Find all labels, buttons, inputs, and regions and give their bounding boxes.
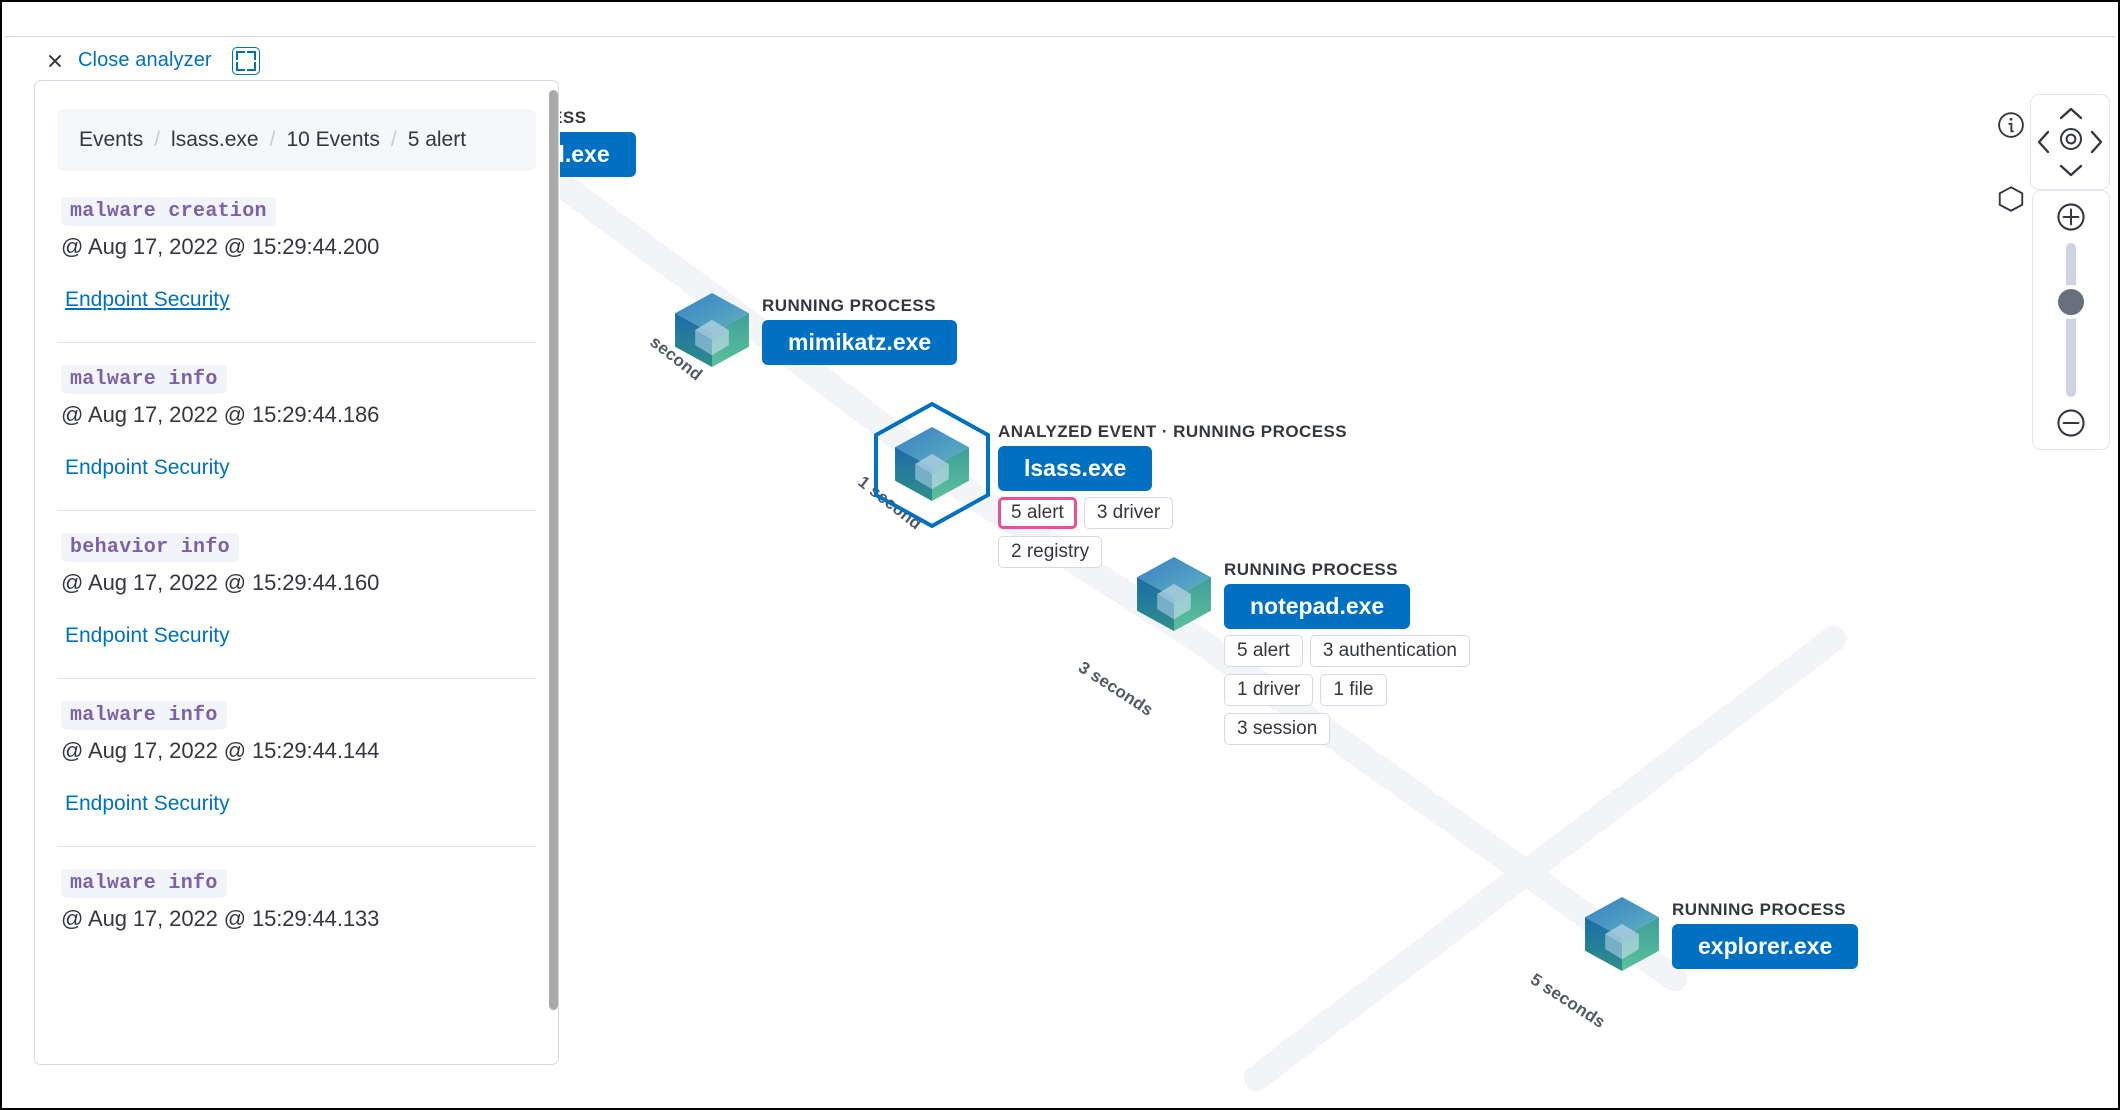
list-item[interactable]: behavior info @ Aug 17, 2022 @ 15:29:44.…: [57, 511, 536, 679]
analyzer-content: Events / lsass.exe / 10 Events / 5 alert…: [4, 80, 2116, 1106]
event-timestamp: @ Aug 17, 2022 @ 15:29:44.144: [61, 738, 380, 763]
node-type-label: ROCESS: [560, 108, 587, 127]
pan-controls[interactable]: [2030, 94, 2110, 190]
node-badge-driver[interactable]: 1 driver: [1224, 674, 1314, 706]
events-list: malware creation @ Aug 17, 2022 @ 15:29:…: [57, 171, 536, 962]
event-source-link[interactable]: Endpoint Security: [65, 624, 230, 647]
zoom-controls[interactable]: [2032, 190, 2110, 450]
zoom-slider-track[interactable]: [2054, 243, 2088, 397]
analyzer-toolbar: Close analyzer: [4, 36, 2116, 84]
list-item[interactable]: malware info @ Aug 17, 2022 @ 15:29:44.1…: [57, 679, 536, 847]
list-item[interactable]: malware info @ Aug 17, 2022 @ 15:29:44.1…: [57, 343, 536, 511]
event-timestamp: @ Aug 17, 2022 @ 15:29:44.186: [61, 402, 380, 427]
node-badges: 5 alert 3 authentication 1 driver 1 file…: [1224, 635, 1474, 745]
crosshair-icon[interactable]: [2057, 125, 2085, 153]
info-icon[interactable]: [1996, 110, 2026, 140]
zoom-slider-thumb[interactable]: [2054, 284, 2088, 319]
event-timestamp: @ Aug 17, 2022 @ 15:29:44.200: [61, 234, 380, 259]
process-graph[interactable]: second 1 second 3 seconds 5 seconds: [560, 80, 2116, 1106]
events-panel-scrollbar[interactable]: [549, 90, 558, 1010]
analyzed-hexagon-ring: [874, 401, 990, 529]
process-cube-icon: [675, 293, 749, 367]
minus-circle-icon[interactable]: [2055, 407, 2087, 439]
node-badge-alert[interactable]: 5 alert: [1224, 635, 1303, 667]
node-type-label: RUNNING PROCESS: [1672, 900, 1846, 919]
event-source-link[interactable]: Endpoint Security: [65, 288, 230, 311]
breadcrumb-item-alert-count[interactable]: 5 alert: [407, 128, 467, 151]
chevron-left-icon[interactable]: [2035, 129, 2053, 155]
event-kind-badge: malware creation: [61, 197, 276, 226]
process-cube-icon: [1585, 897, 1659, 971]
node-badge-alert[interactable]: 5 alert: [998, 497, 1077, 529]
event-timestamp: @ Aug 17, 2022 @ 15:29:44.133: [61, 906, 380, 931]
process-cube-icon: [895, 427, 969, 501]
breadcrumb-item-process[interactable]: lsass.exe: [171, 128, 259, 151]
process-cube-icon: [1137, 557, 1211, 631]
event-timestamp: @ Aug 17, 2022 @ 15:29:44.160: [61, 570, 380, 595]
node-type-label: RUNNING PROCESS: [1224, 560, 1398, 579]
event-kind-badge: malware info: [61, 701, 227, 730]
node-body: RUNNING PROCESS mimikatz.exe: [762, 296, 958, 365]
breadcrumb-separator: /: [390, 128, 397, 151]
breadcrumb-item-events-count[interactable]: 10 Events: [286, 128, 380, 151]
breadcrumb-separator: /: [269, 128, 276, 151]
breadcrumb-item-events[interactable]: Events: [79, 128, 144, 151]
node-badge-file[interactable]: 1 file: [1320, 674, 1387, 706]
node-badge-registry[interactable]: 2 registry: [998, 536, 1103, 568]
node-badge-authentication[interactable]: 3 authentication: [1309, 635, 1470, 667]
chevron-down-icon[interactable]: [2058, 161, 2084, 179]
event-kind-badge: behavior info: [61, 533, 239, 562]
node-type-label: RUNNING PROCESS: [762, 296, 936, 315]
graph-side-icons: [1996, 110, 2026, 214]
events-panel: Events / lsass.exe / 10 Events / 5 alert…: [34, 80, 559, 1065]
close-analyzer-button[interactable]: Close analyzer: [78, 49, 212, 71]
close-icon[interactable]: [46, 52, 64, 70]
event-source-link[interactable]: Endpoint Security: [65, 456, 230, 479]
node-badges: 5 alert 3 driver 2 registry: [998, 497, 1198, 568]
chevron-right-icon[interactable]: [2087, 129, 2105, 155]
event-source-link[interactable]: Endpoint Security: [65, 792, 230, 815]
breadcrumb: Events / lsass.exe / 10 Events / 5 alert: [57, 109, 536, 171]
node-name-pill[interactable]: ad.exe: [560, 132, 636, 177]
node-name-pill[interactable]: explorer.exe: [1672, 924, 1859, 969]
breadcrumb-separator: /: [154, 128, 161, 151]
node-body: ROCESS ad.exe: [560, 108, 636, 177]
node-badge-session[interactable]: 3 session: [1224, 713, 1331, 745]
node-name-pill[interactable]: notepad.exe: [1224, 584, 1411, 629]
node-name-pill[interactable]: lsass.exe: [998, 446, 1153, 491]
node-badge-driver[interactable]: 3 driver: [1083, 497, 1174, 529]
list-item[interactable]: malware info @ Aug 17, 2022 @ 15:29:44.1…: [57, 847, 536, 962]
edge-cross: [1243, 625, 1847, 1092]
list-item[interactable]: malware creation @ Aug 17, 2022 @ 15:29:…: [57, 175, 536, 343]
node-body: ANALYZED EVENT · RUNNING PROCESS lsass.e…: [998, 422, 1347, 568]
event-kind-badge: malware info: [61, 869, 227, 898]
event-kind-badge: malware info: [61, 365, 227, 394]
chevron-up-icon[interactable]: [2058, 105, 2084, 123]
fullscreen-icon[interactable]: [231, 46, 260, 75]
hexagon-icon[interactable]: [1996, 184, 2026, 214]
plus-circle-icon[interactable]: [2055, 201, 2087, 233]
node-body: RUNNING PROCESS explorer.exe: [1672, 900, 1859, 969]
node-type-label: ANALYZED EVENT · RUNNING PROCESS: [998, 422, 1348, 441]
node-body: RUNNING PROCESS notepad.exe 5 alert 3 au…: [1224, 560, 1474, 745]
node-name-pill[interactable]: mimikatz.exe: [762, 320, 958, 365]
